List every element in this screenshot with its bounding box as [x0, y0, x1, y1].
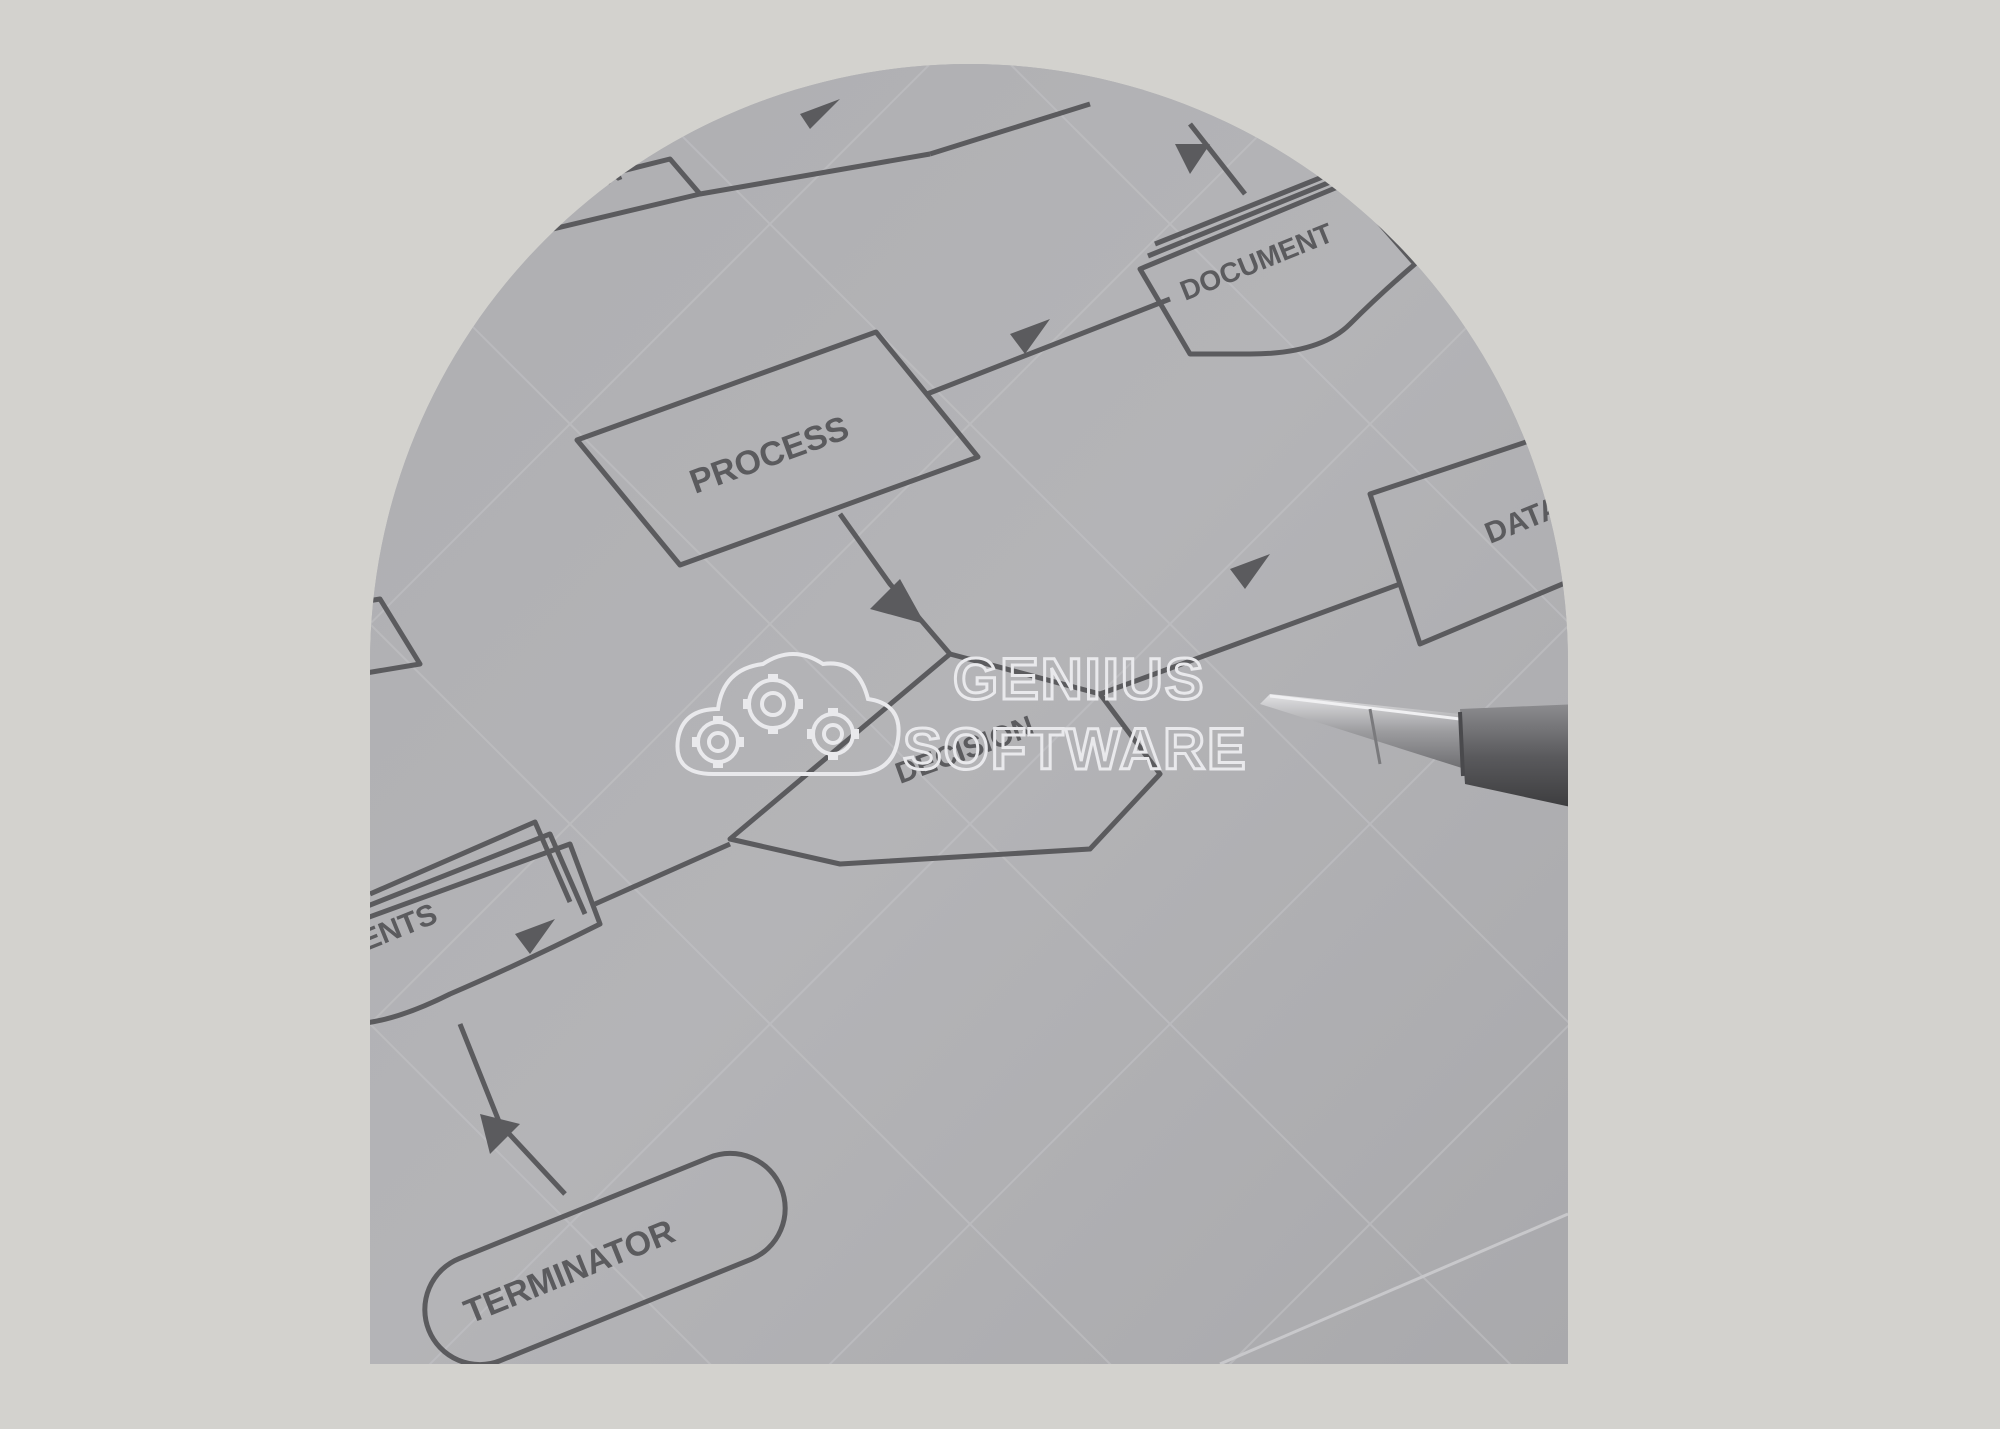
document-box — [1137, 181, 1418, 357]
left-shape — [370, 596, 423, 675]
arrow-heads — [480, 99, 1270, 1154]
watermark-logo: GENIIUS SOFTWARE — [673, 634, 1283, 804]
watermark-line2: SOFTWARE — [903, 717, 1248, 782]
flowchart-shapes — [370, 101, 1568, 1364]
process-box — [574, 329, 981, 568]
arch-photo: PROCESS DOCUMENT DATA DECISION DOCUMENTS… — [370, 64, 1568, 1364]
cloud-outline — [675, 652, 901, 776]
grid-lines — [370, 64, 1568, 1364]
watermark-line1: GENIIUS — [953, 647, 1206, 712]
cloud-gears-icon: GENIIUS SOFTWARE — [675, 646, 1248, 784]
pen — [1260, 694, 1568, 807]
documents-box — [370, 841, 603, 1025]
top-left-shape — [487, 156, 703, 247]
data-box — [1367, 425, 1568, 647]
terminator-box — [422, 1150, 788, 1364]
flowchart-photo: PROCESS DOCUMENT DATA DECISION DOCUMENTS… — [370, 64, 1568, 1364]
